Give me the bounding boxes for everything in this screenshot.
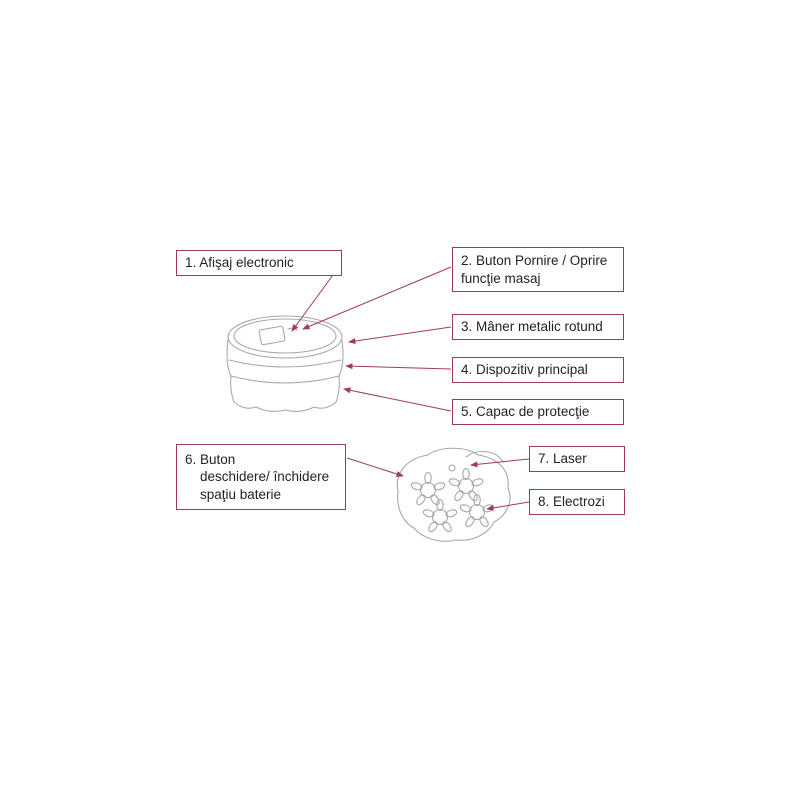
arrow-callout-4 (345, 363, 452, 370)
arrow-callout-7 (470, 458, 530, 468)
electrode-claw (421, 498, 459, 534)
callout-box-1: 1. Afişaj electronic (176, 250, 342, 276)
callout-label-4: 4. Dispozitiv principal (461, 362, 588, 378)
callout-label-1: 1. Afişaj electronic (185, 255, 294, 271)
callout-box-7: 7. Laser (529, 446, 625, 472)
electrode-claw (409, 471, 447, 507)
electrode-claw (458, 493, 496, 529)
laser-dot (448, 464, 456, 472)
callout-label-5: 5. Capac de protecţie (461, 404, 590, 420)
callout-label-7: 7. Laser (538, 451, 587, 467)
callout-box-5: 5. Capac de protecţie (452, 399, 624, 425)
arrow-callout-3 (348, 326, 452, 345)
callout-label-3: 3. Mâner metalic rotund (461, 319, 603, 335)
arrow-callout-6 (346, 457, 404, 477)
main-device-illustration (226, 315, 344, 413)
callout-box-3: 3. Mâner metalic rotund (452, 314, 624, 340)
callout-box-4: 4. Dispozitiv principal (452, 357, 624, 383)
callout-label-2: 2. Buton Pornire / Oprire funcţie masaj (461, 252, 608, 286)
callout-box-6: 6. Buton deschidere/ închidere spaţiu ba… (176, 444, 346, 510)
arrow-callout-8 (486, 501, 530, 511)
callout-box-2: 2. Buton Pornire / Oprire funcţie masaj (452, 247, 624, 292)
callout-label-8: 8. Electrozi (538, 494, 605, 510)
callout-box-8: 8. Electrozi (529, 489, 625, 515)
callout-label-6: 6. Buton deschidere/ închidere spaţiu ba… (185, 451, 330, 502)
arrow-callout-2 (302, 266, 452, 330)
massage-head-illustration (396, 447, 511, 542)
arrow-callout-5 (343, 387, 452, 412)
electrode-claw (447, 467, 485, 503)
